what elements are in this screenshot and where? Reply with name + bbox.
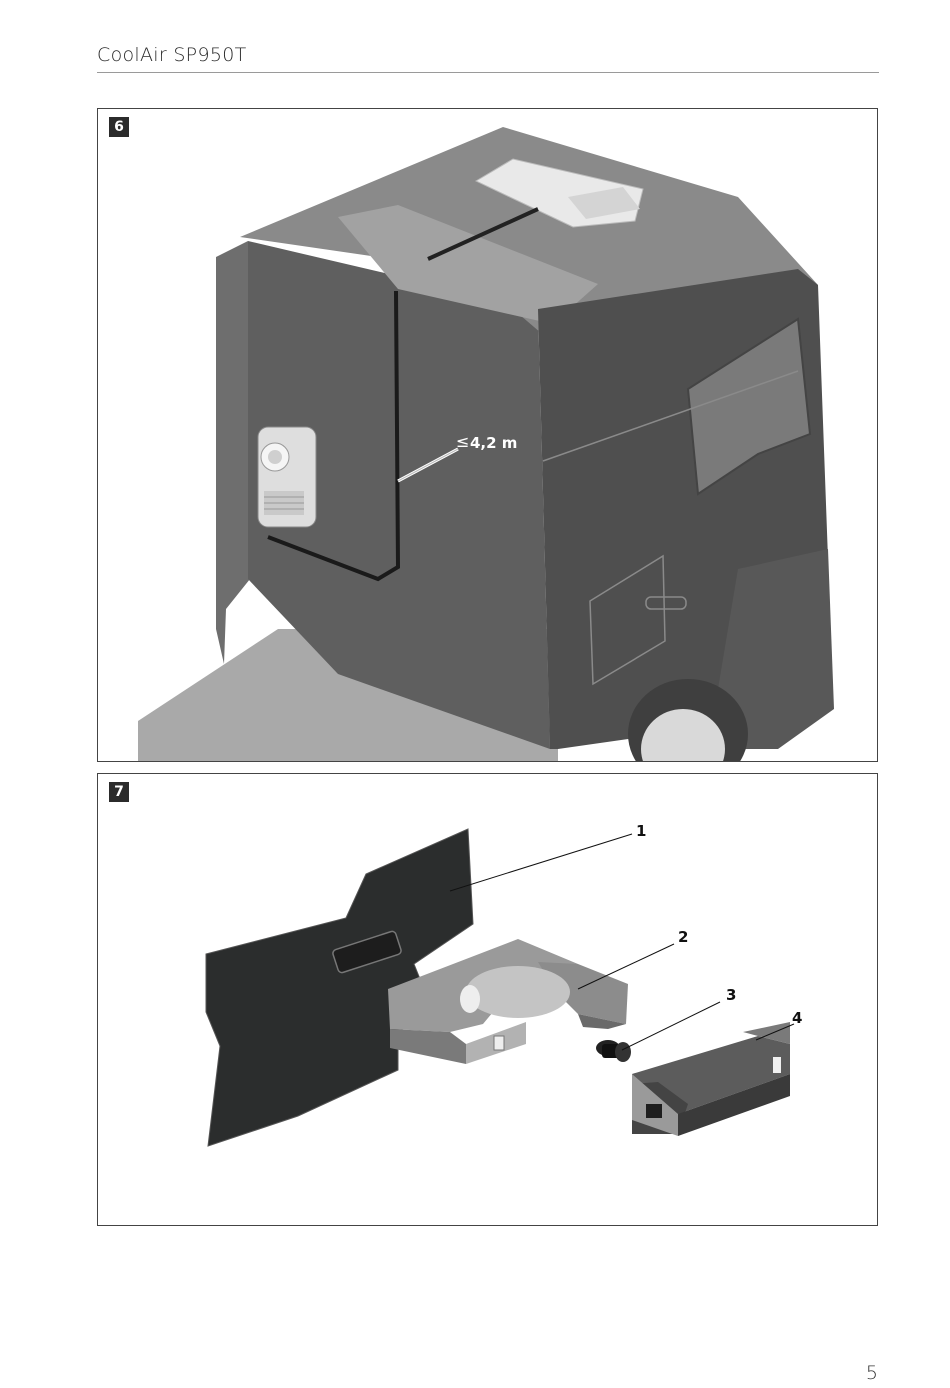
- air-conditioner-control-unit: [258, 427, 316, 527]
- callout-2-leader: [578, 944, 674, 989]
- less-equal-symbol: ≤: [456, 432, 469, 451]
- truck-cab-illustration: ≤ 4,2 m: [98, 109, 878, 762]
- header-divider: [97, 72, 879, 73]
- document-title: CoolAir SP950T: [97, 44, 247, 66]
- figure-7-mounting-parts: 7: [97, 773, 878, 1226]
- part-3-screw: [596, 1040, 631, 1062]
- callout-1-leader: [450, 834, 632, 891]
- figure-6-truck-installation: 6: [97, 108, 878, 762]
- callout-1: 1: [636, 822, 646, 840]
- mounting-parts-illustration: 1 2 3 4: [98, 774, 878, 1226]
- callout-2: 2: [678, 928, 688, 946]
- callout-3-leader: [622, 1002, 720, 1050]
- figure-7-number: 7: [109, 782, 129, 802]
- callout-3: 3: [726, 986, 736, 1004]
- figure-6-number: 6: [109, 117, 129, 137]
- page-number: 5: [866, 1362, 878, 1384]
- callout-4: 4: [792, 1009, 802, 1027]
- max-height-label: 4,2 m: [470, 434, 517, 452]
- cab-side-rear: [216, 241, 250, 664]
- part-4-clamp: [632, 1022, 790, 1136]
